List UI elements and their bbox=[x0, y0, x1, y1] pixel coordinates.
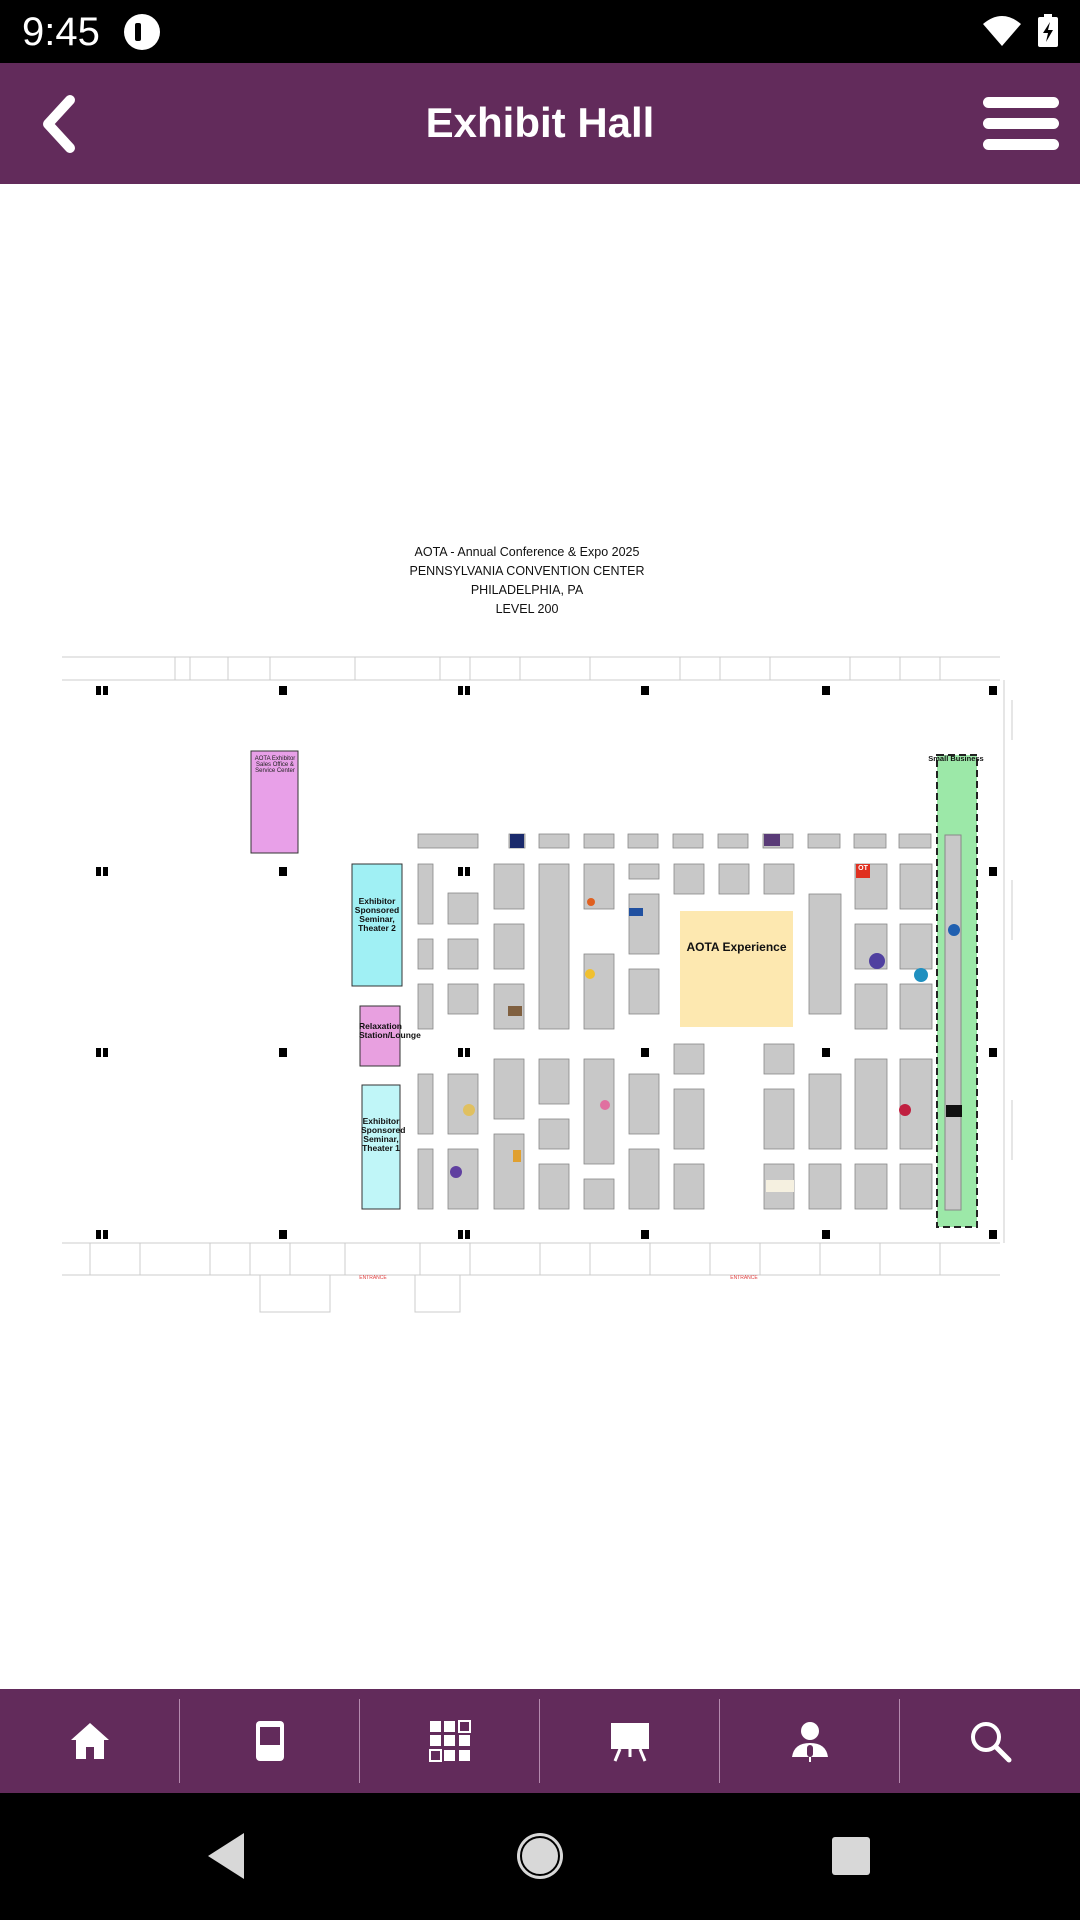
nav-divider bbox=[899, 1699, 900, 1783]
lounge-area bbox=[359, 1005, 401, 1067]
small-business-label: Small Business bbox=[928, 754, 984, 763]
map-heading-line: LEVEL 200 bbox=[495, 602, 559, 616]
nav-search[interactable] bbox=[900, 1689, 1080, 1793]
booth-grid bbox=[417, 833, 933, 1210]
status-bar: 9:45 bbox=[0, 0, 1080, 63]
small-business-booths bbox=[944, 834, 962, 1211]
floor-map[interactable]: AOTA - Annual Conference & Expo 2025 PEN… bbox=[0, 184, 1080, 1689]
booth-kiosk-icon bbox=[256, 1721, 284, 1761]
page-title: Exhibit Hall bbox=[425, 99, 655, 146]
columns bbox=[96, 686, 997, 1239]
hamburger-line bbox=[983, 97, 1059, 108]
recents-square-icon[interactable] bbox=[820, 1793, 880, 1920]
entrance-label: ENTRANCE bbox=[730, 1275, 758, 1281]
nav-divider bbox=[719, 1699, 720, 1783]
map-heading-line: AOTA - Annual Conference & Expo 2025 bbox=[414, 545, 640, 559]
bottom-nav bbox=[0, 1689, 1080, 1793]
theater-2-label: Exhibitor Sponsored Seminar, Theater 2 bbox=[354, 896, 400, 933]
theater-2-area bbox=[351, 863, 403, 987]
back-triangle-icon[interactable] bbox=[200, 1793, 260, 1920]
grid-qr-icon bbox=[429, 1720, 471, 1762]
nav-presentation[interactable] bbox=[540, 1689, 720, 1793]
map-heading-line: PHILADELPHIA, PA bbox=[470, 583, 584, 597]
exhibitor-office-area bbox=[250, 750, 299, 854]
home-circle-icon[interactable] bbox=[510, 1793, 570, 1920]
system-nav bbox=[0, 1793, 1080, 1920]
search-icon bbox=[971, 1722, 1012, 1763]
nav-divider bbox=[179, 1699, 180, 1783]
hamburger-line bbox=[983, 118, 1059, 129]
home-icon bbox=[71, 1723, 109, 1759]
theater-1-area bbox=[361, 1084, 401, 1210]
map-heading: AOTA - Annual Conference & Expo 2025 PEN… bbox=[327, 543, 727, 619]
status-time: 9:45 bbox=[22, 10, 100, 54]
theater-1-label: Exhibitor Sponsored Seminar, Theater 1 bbox=[361, 1116, 406, 1153]
speaker-person-icon bbox=[792, 1722, 828, 1762]
wifi-icon bbox=[983, 16, 1021, 46]
booth-ot-label: OT bbox=[858, 865, 868, 872]
nav-divider bbox=[359, 1699, 360, 1783]
aota-experience-label: AOTA Experience bbox=[686, 940, 787, 954]
map-heading-line: PENNSYLVANIA CONVENTION CENTER bbox=[409, 564, 645, 578]
wall-outline-top bbox=[62, 656, 1013, 1313]
battery-charging-icon bbox=[1038, 14, 1058, 47]
exhibitor-office-label: AOTA Exhibitor Sales Office & Service Ce… bbox=[254, 756, 296, 774]
nav-divider bbox=[539, 1699, 540, 1783]
relaxation-label: Relaxation Station/Lounge bbox=[359, 1021, 421, 1040]
hamburger-line bbox=[983, 139, 1059, 150]
nav-speaker[interactable] bbox=[720, 1689, 900, 1793]
nav-home[interactable] bbox=[0, 1689, 180, 1793]
nav-booth[interactable] bbox=[180, 1689, 360, 1793]
presentation-board-icon bbox=[611, 1723, 649, 1762]
app-logo-icon bbox=[124, 14, 160, 50]
nav-grid[interactable] bbox=[360, 1689, 540, 1793]
floor-plan-svg bbox=[62, 656, 1013, 1313]
app-header: Exhibit Hall bbox=[0, 63, 1080, 184]
aota-experience-area bbox=[680, 911, 793, 1027]
booth-logos bbox=[450, 834, 962, 1192]
back-button[interactable] bbox=[30, 88, 94, 160]
entrance-label: ENTRANCE bbox=[359, 1275, 387, 1281]
menu-button[interactable] bbox=[983, 93, 1059, 155]
